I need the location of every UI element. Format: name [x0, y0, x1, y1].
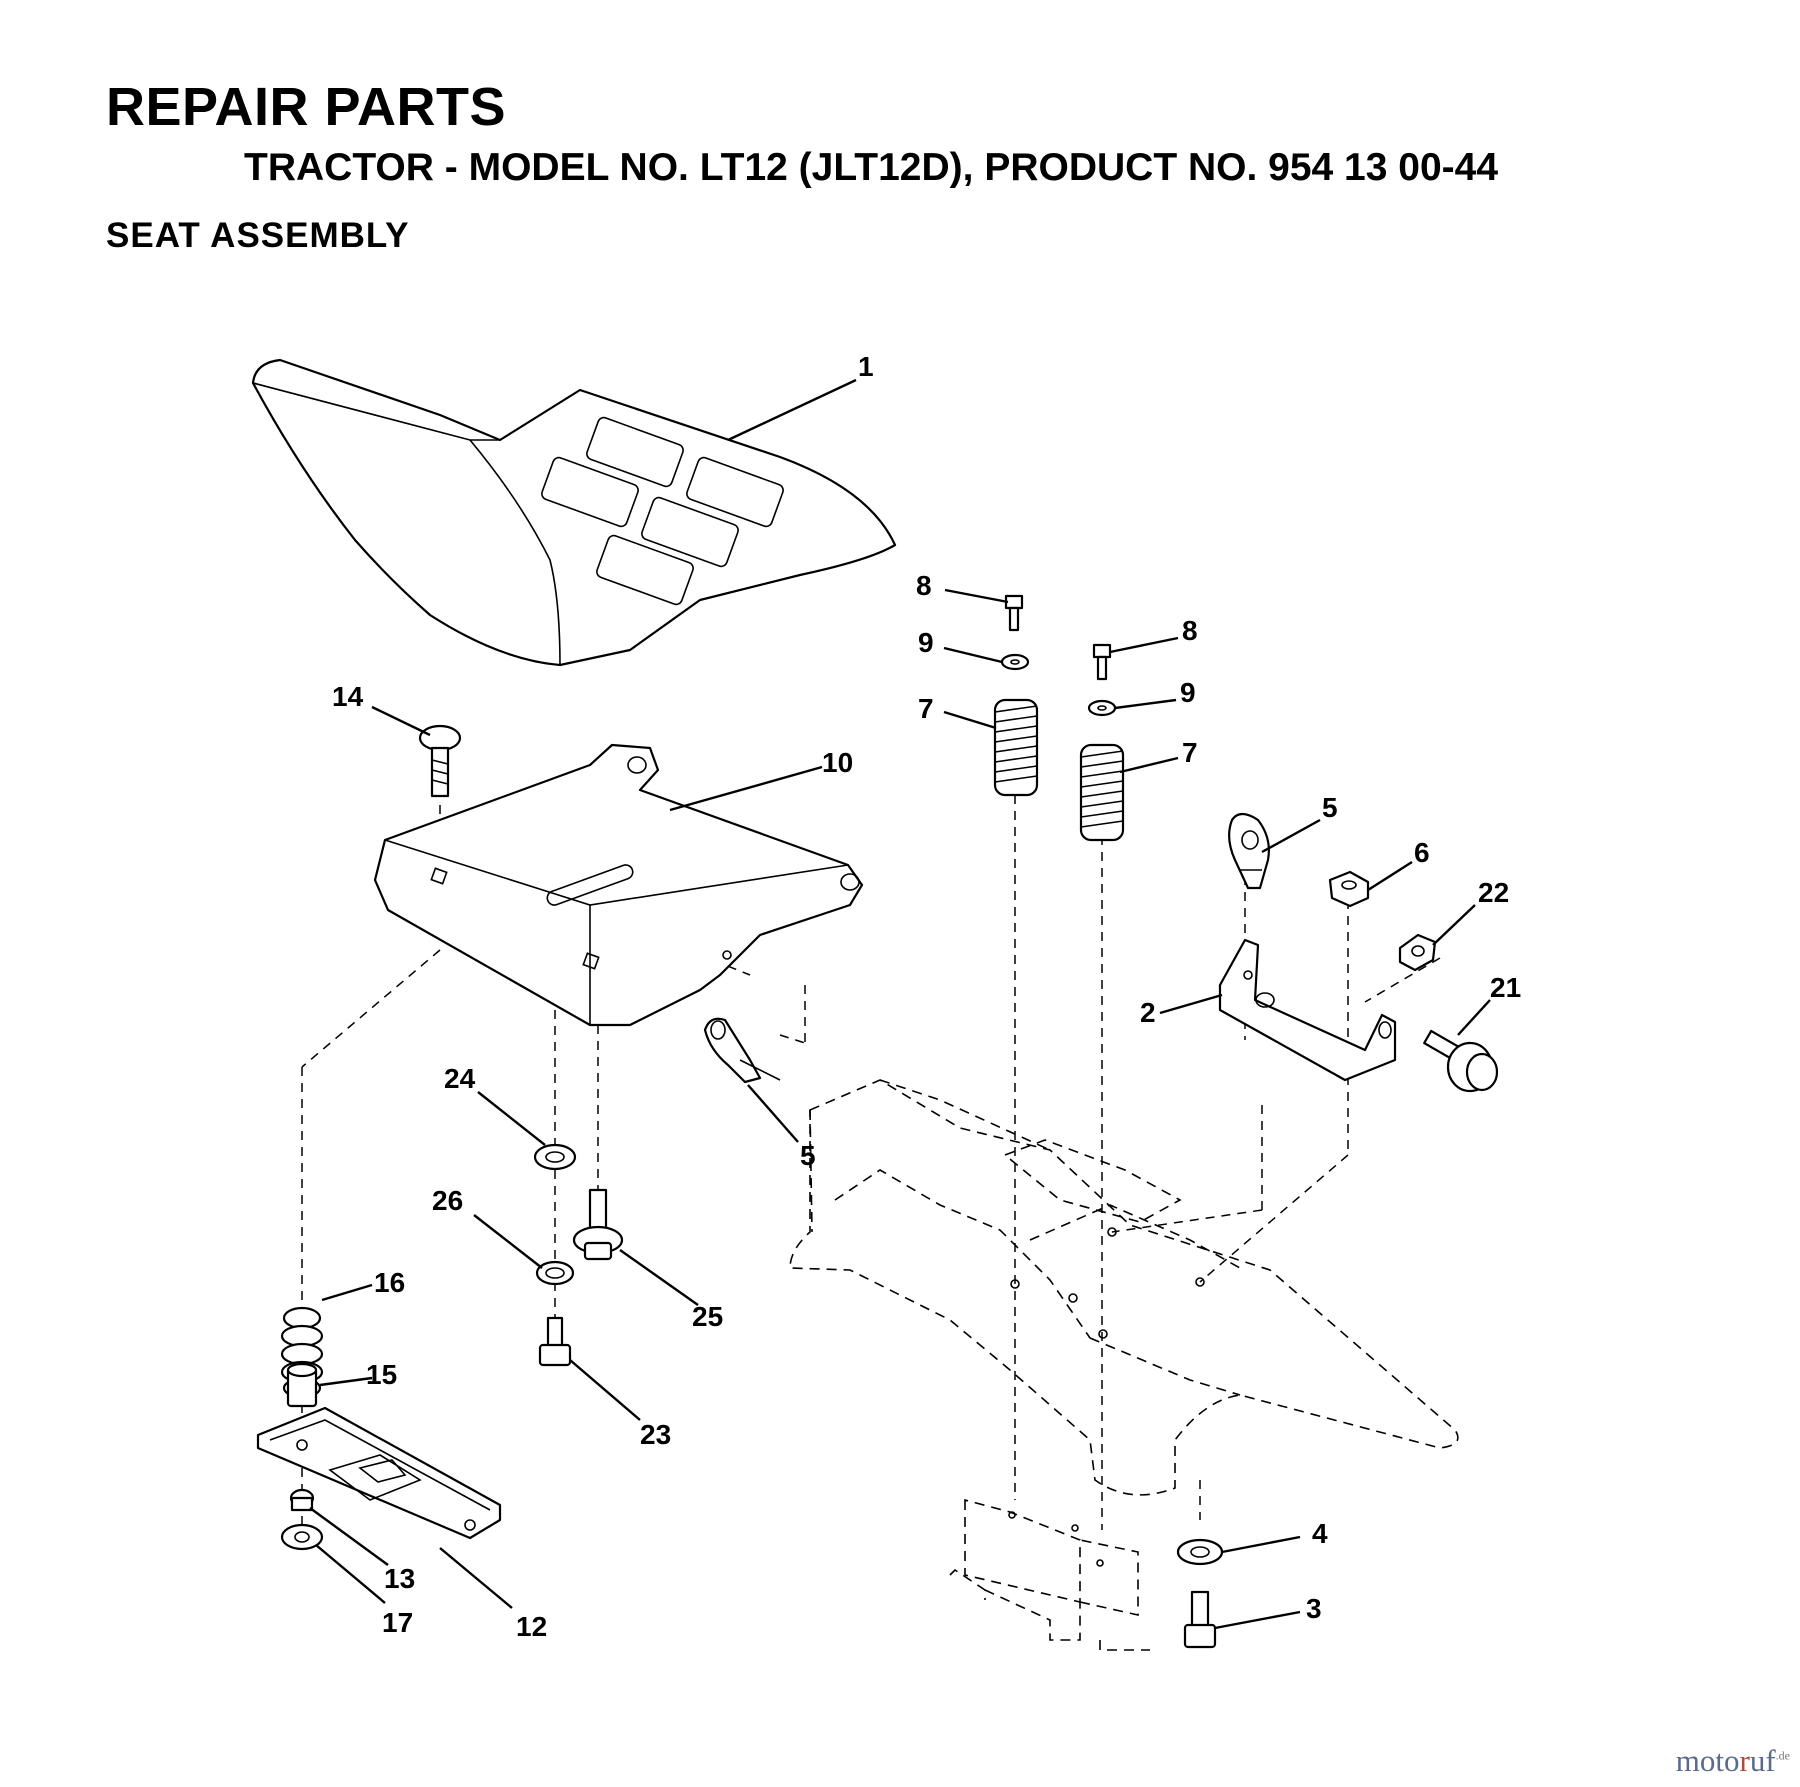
nut-part-13 — [289, 1488, 315, 1512]
seat-pan-part-10 — [373, 743, 864, 1027]
screw-part-8-right — [1092, 643, 1112, 681]
callout-16: 16 — [374, 1267, 405, 1298]
washer-part-9-left — [1000, 653, 1030, 671]
model-subtitle: TRACTOR - MODEL NO. LT12 (JLT12D), PRODU… — [244, 146, 1499, 189]
callout-7-right: 7 — [1182, 737, 1198, 768]
callout-14: 14 — [332, 681, 364, 712]
spacer-part-15 — [286, 1362, 318, 1408]
seat-part-1 — [251, 358, 897, 667]
fender-frame-outline — [789, 1079, 1459, 1651]
bolt-part-23 — [538, 1316, 572, 1367]
callout-5-left: 5 — [800, 1140, 816, 1171]
washer-part-9-right — [1087, 699, 1117, 717]
bracket-part-2 — [1218, 938, 1397, 1082]
lock-washer-part-26 — [535, 1260, 575, 1286]
bolt-part-21 — [1423, 1029, 1499, 1093]
leader-lines — [309, 378, 1491, 1630]
washer-part-24 — [533, 1143, 577, 1171]
callout-9-right: 9 — [1180, 677, 1196, 708]
bolt-part-3 — [1183, 1590, 1217, 1649]
callout-22: 22 — [1478, 877, 1509, 908]
nut-part-17 — [280, 1523, 324, 1551]
carriage-bolt-part-14 — [418, 724, 462, 798]
callout-2: 2 — [1140, 997, 1156, 1028]
callout-17: 17 — [382, 1607, 413, 1638]
page-title: REPAIR PARTS — [106, 77, 507, 137]
callout-numbers: 1 8 9 7 8 9 7 14 10 5 6 22 2 21 24 5 26 … — [332, 351, 1521, 1642]
callout-1: 1 — [858, 351, 874, 382]
watermark-brand-a: moto — [1675, 1743, 1740, 1778]
callout-4: 4 — [1312, 1518, 1328, 1549]
callout-13: 13 — [384, 1563, 415, 1594]
callout-8-right: 8 — [1182, 615, 1198, 646]
callout-3: 3 — [1306, 1593, 1322, 1624]
callout-9-left: 9 — [918, 627, 934, 658]
clip-part-5-left — [703, 1017, 781, 1084]
callout-10: 10 — [822, 747, 853, 778]
watermark-brand-c: uf — [1749, 1743, 1776, 1778]
nut-part-22 — [1398, 933, 1437, 972]
screw-part-8-left — [1004, 594, 1024, 632]
assembly-dash-lines — [301, 795, 1441, 1540]
section-title: SEAT ASSEMBLY — [106, 216, 410, 255]
watermark-tld: .de — [1775, 1748, 1790, 1763]
callout-8-left: 8 — [916, 570, 932, 601]
plate-part-12 — [256, 1406, 502, 1540]
callout-5-right: 5 — [1322, 792, 1338, 823]
washer-part-4 — [1176, 1538, 1224, 1566]
watermark-logo: motoruf.de — [1676, 1743, 1790, 1779]
callout-7-left: 7 — [918, 693, 934, 724]
callout-23: 23 — [640, 1419, 671, 1450]
callout-12: 12 — [516, 1611, 547, 1642]
watermark-brand-b: r — [1739, 1743, 1750, 1778]
clip-part-5-right — [1228, 812, 1270, 890]
callout-21: 21 — [1490, 972, 1521, 1003]
nut-part-6 — [1328, 870, 1370, 908]
callout-15: 15 — [366, 1359, 397, 1390]
spring-part-7-right — [1079, 743, 1125, 842]
bolt-part-25 — [572, 1188, 624, 1261]
callout-25: 25 — [692, 1301, 723, 1332]
callout-24: 24 — [444, 1063, 476, 1094]
callout-26: 26 — [432, 1185, 463, 1216]
spring-part-7-left — [993, 698, 1039, 797]
callout-6: 6 — [1414, 837, 1430, 868]
